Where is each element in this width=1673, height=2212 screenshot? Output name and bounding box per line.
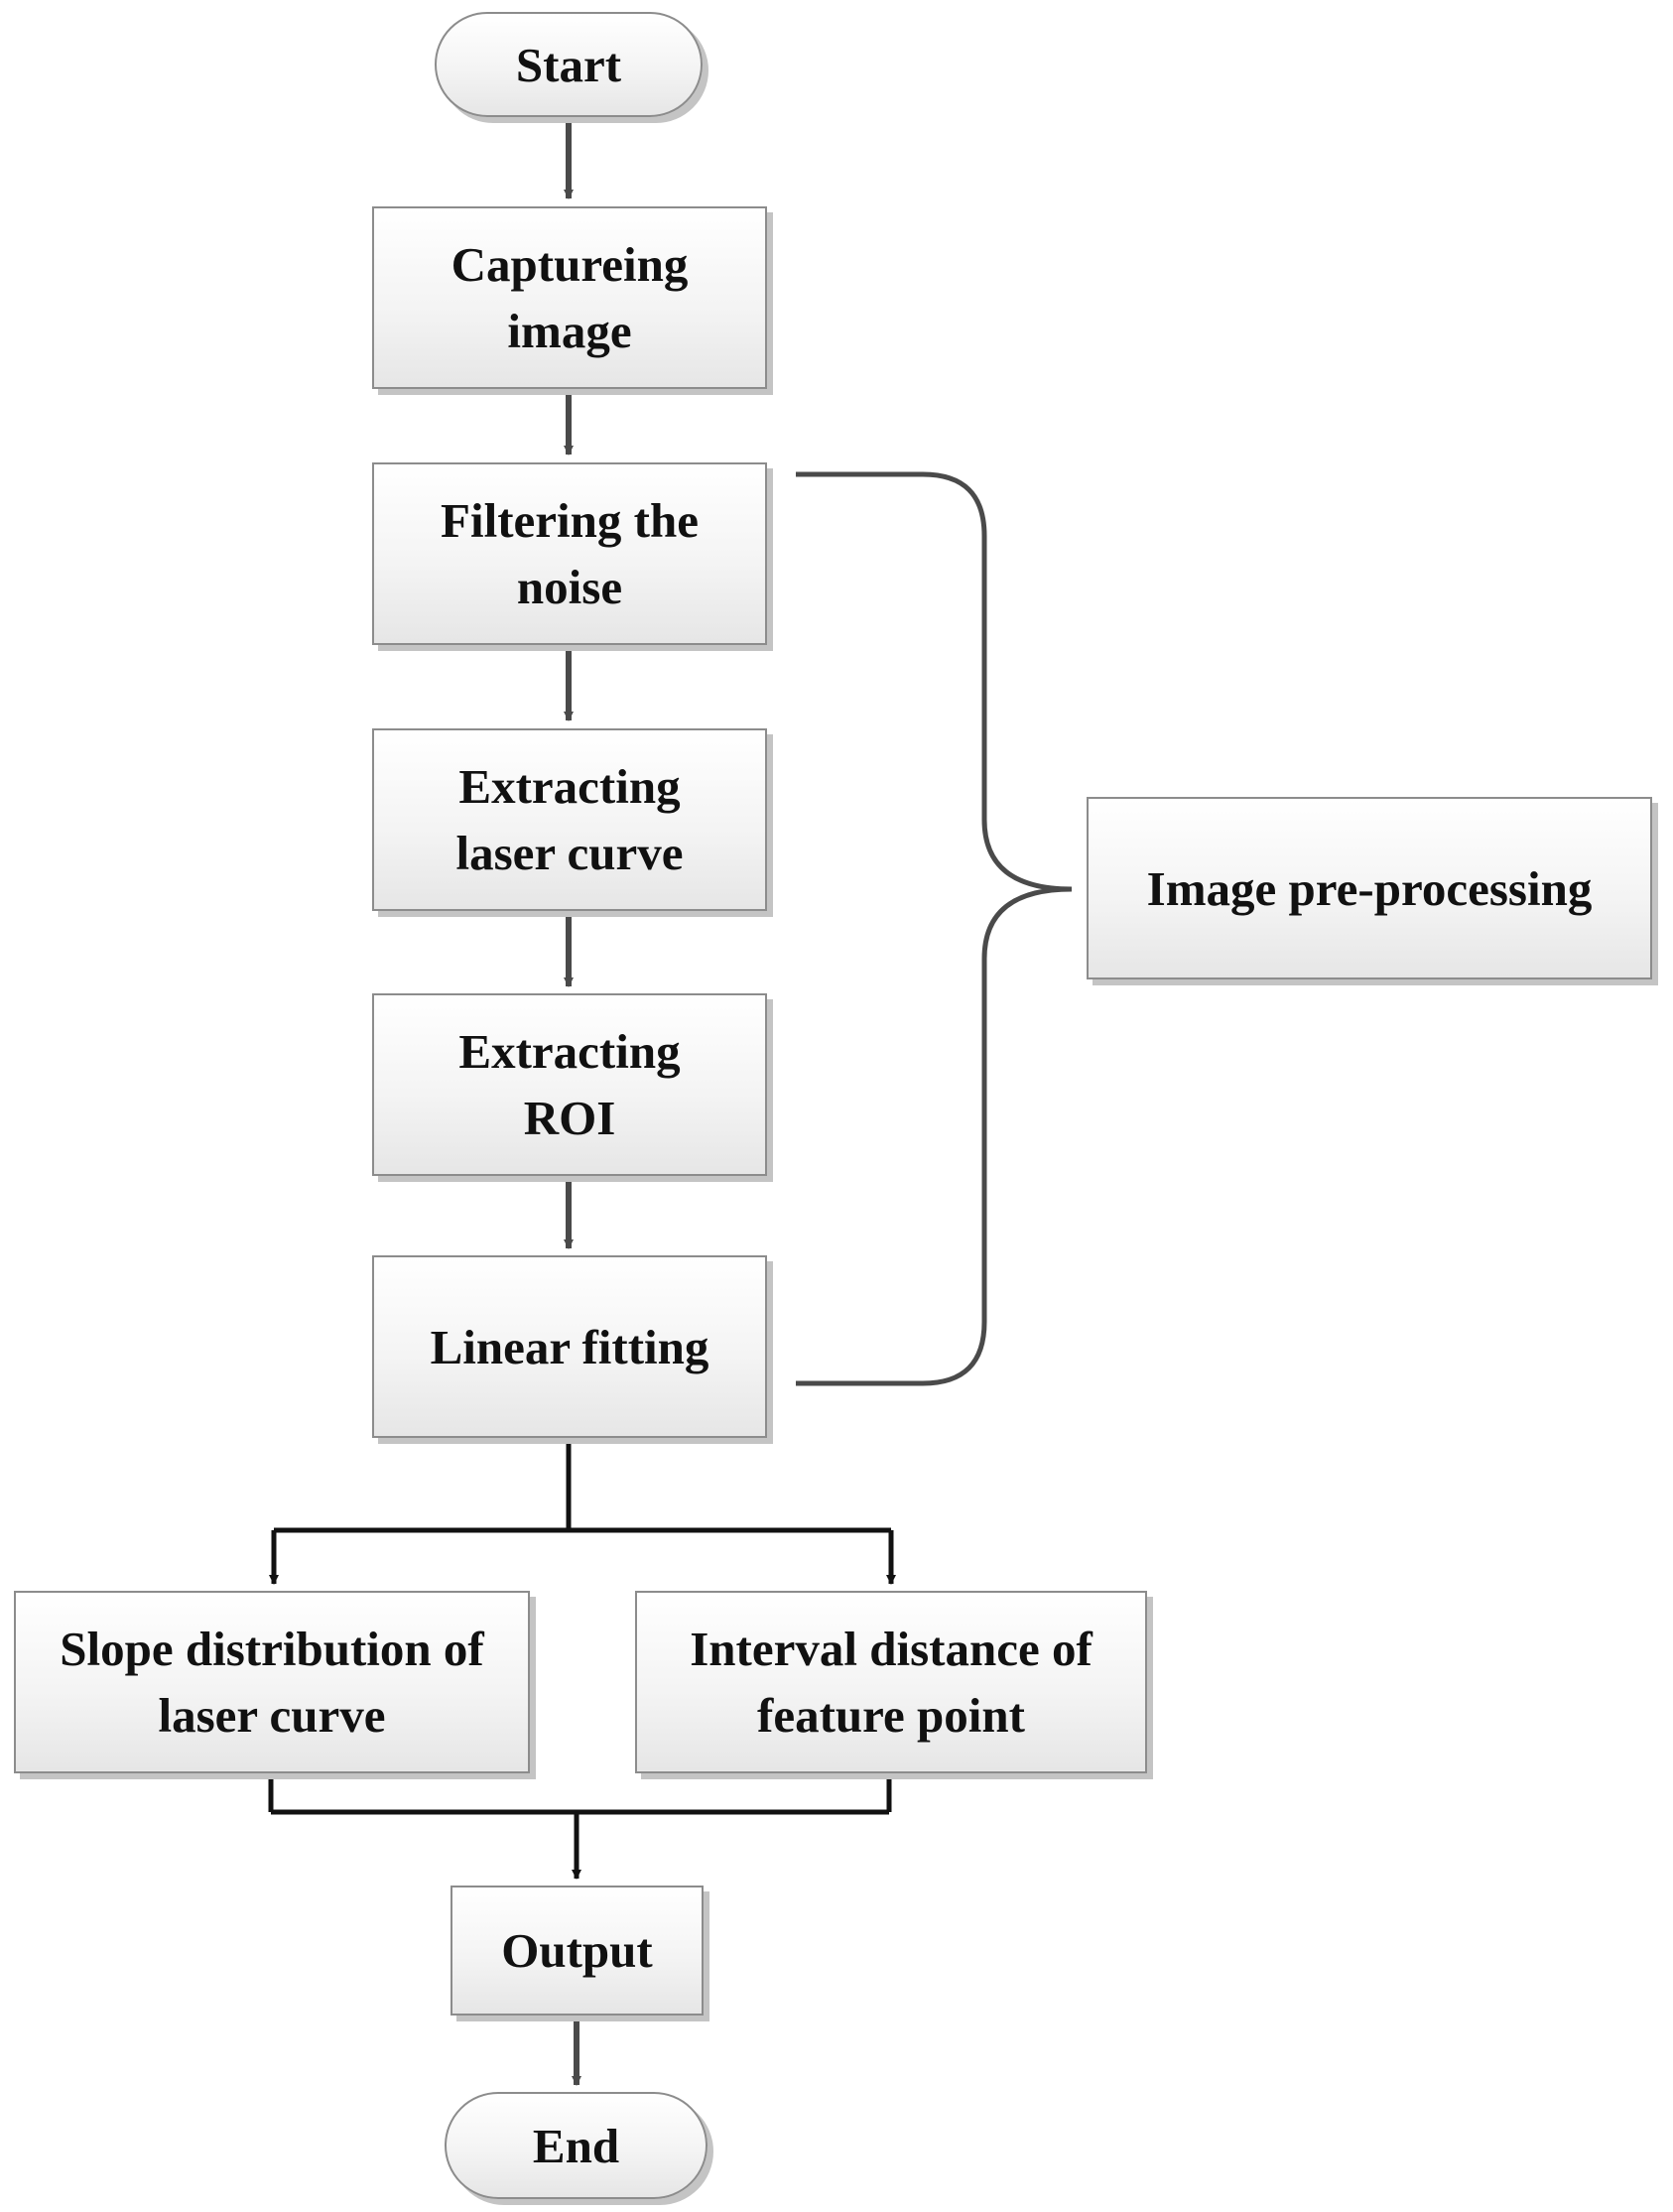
start-node: Start	[435, 12, 703, 117]
interval-distance-node: Interval distance of feature point	[635, 1591, 1147, 1773]
extracting-roi-label: Extracting ROI	[458, 1024, 681, 1145]
end-label: End	[532, 2118, 620, 2173]
start-label: Start	[515, 37, 622, 92]
linear-fitting-label: Linear fitting	[430, 1319, 709, 1374]
extracting-laser-curve-node: Extracting laser curve	[372, 728, 767, 911]
output-label: Output	[501, 1923, 653, 1978]
filtering-noise-label: Filtering the noise	[441, 493, 699, 614]
output-node: Output	[450, 1886, 704, 2016]
capturing-image-node: Captureing image	[372, 206, 767, 389]
linear-fitting-node: Linear fitting	[372, 1255, 767, 1438]
interval-distance-label: Interval distance of feature point	[690, 1622, 1093, 1743]
capturing-image-label: Captureing image	[450, 237, 689, 358]
extracting-laser-curve-label: Extracting laser curve	[455, 759, 684, 880]
brace-image-preprocessing	[796, 471, 1073, 1386]
end-node: End	[445, 2092, 708, 2199]
image-preprocessing-node: Image pre-processing	[1087, 797, 1652, 979]
extracting-roi-node: Extracting ROI	[372, 993, 767, 1176]
slope-distribution-label: Slope distribution of laser curve	[60, 1622, 484, 1743]
slope-distribution-node: Slope distribution of laser curve	[14, 1591, 530, 1773]
filtering-noise-node: Filtering the noise	[372, 462, 767, 645]
image-preprocessing-label: Image pre-processing	[1146, 860, 1593, 916]
